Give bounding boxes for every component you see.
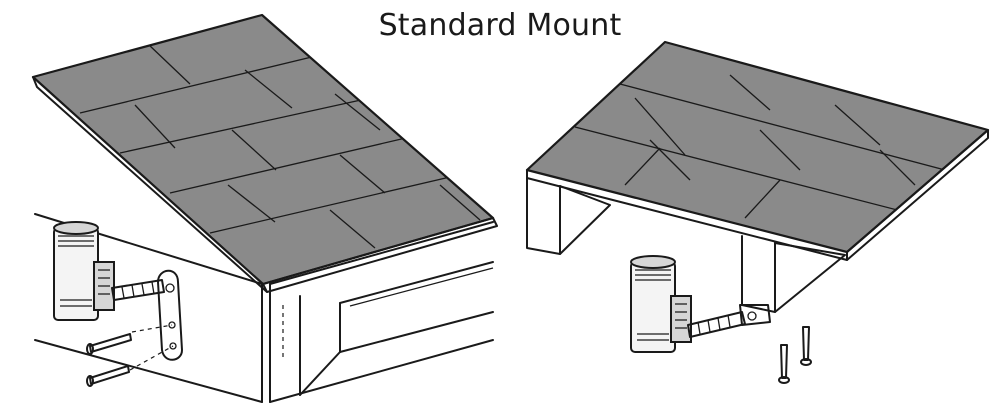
left-illustration: [31, 13, 498, 403]
mounting-screws: [86, 333, 132, 387]
rain-sensor: [630, 255, 692, 353]
fascia-board: [34, 213, 494, 403]
mounting-bracket: [687, 304, 771, 338]
mounting-screws: [778, 326, 812, 384]
mounting-bracket: [111, 269, 183, 371]
rain-sensor: [53, 221, 115, 321]
shingle-roof: [525, 40, 990, 261]
shingle-roof: [31, 13, 498, 293]
right-illustration: [525, 40, 990, 384]
diagram-title: Standard Mount: [378, 8, 622, 43]
